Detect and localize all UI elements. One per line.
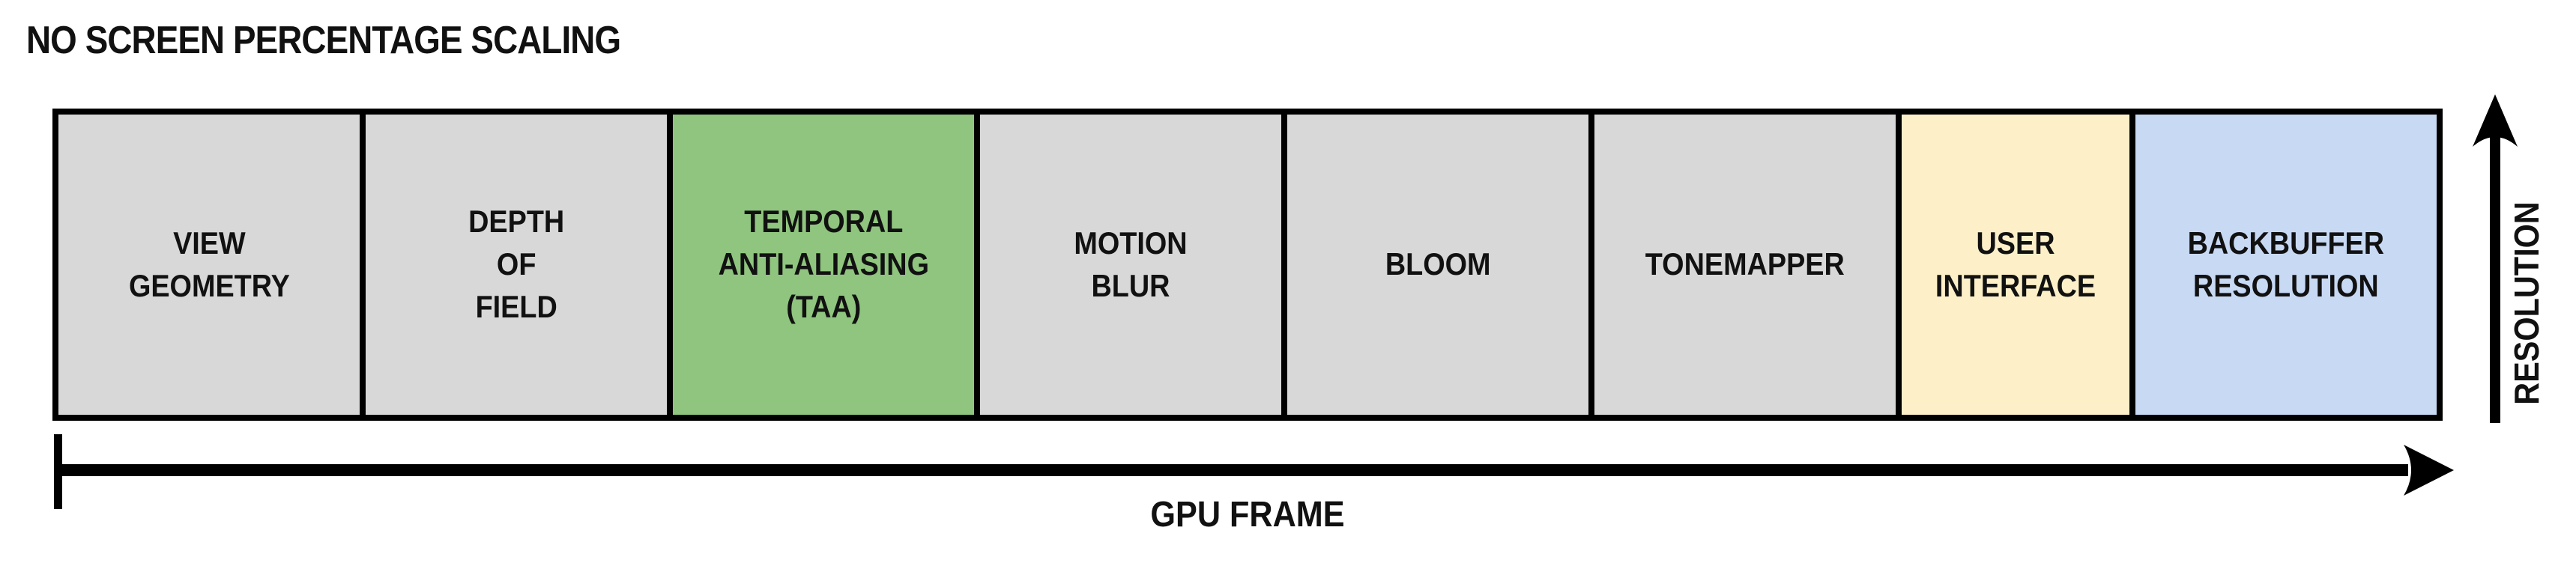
stage-label: DEPTH OF FIELD (468, 204, 565, 324)
pipeline-stage-view-geometry: VIEW GEOMETRY (58, 115, 366, 415)
y-axis-line (2490, 133, 2500, 423)
diagram-title: NO SCREEN PERCENTAGE SCALING (26, 19, 621, 62)
pipeline-stage-motion-blur: MOTION BLUR (980, 115, 1288, 415)
pipeline-stage-user-interface: USER INTERFACE (1902, 115, 2135, 415)
y-axis-arrow-icon (2473, 94, 2518, 423)
x-axis-label: GPU FRAME (1150, 495, 1345, 535)
stage-label: USER INTERFACE (1935, 225, 2096, 303)
x-axis-arrow-icon (54, 434, 2454, 509)
stage-label: TONEMAPPER (1645, 246, 1845, 282)
pipeline-stage-temporal-anti-aliasing: TEMPORAL ANTI-ALIASING (TAA) (673, 115, 981, 415)
stage-label: MOTION BLUR (1074, 225, 1188, 303)
x-axis-arrowhead-icon (2404, 445, 2454, 496)
stage-label: VIEW GEOMETRY (128, 225, 290, 303)
stage-label: BLOOM (1385, 246, 1491, 282)
stage-label: BACKBUFFER RESOLUTION (2187, 225, 2385, 303)
y-axis-arrowhead-icon (2473, 94, 2518, 147)
pipeline-row: VIEW GEOMETRY DEPTH OF FIELD TEMPORAL AN… (52, 109, 2443, 421)
pipeline-stage-depth-of-field: DEPTH OF FIELD (366, 115, 674, 415)
pipeline-stage-bloom: BLOOM (1287, 115, 1595, 415)
x-axis-line (54, 464, 2408, 476)
pipeline-stage-tonemapper: TONEMAPPER (1594, 115, 1902, 415)
pipeline-stage-backbuffer-resolution: BACKBUFFER RESOLUTION (2135, 115, 2437, 415)
stage-label: TEMPORAL ANTI-ALIASING (TAA) (718, 204, 929, 324)
y-axis-label: RESOLUTION (2507, 201, 2546, 405)
